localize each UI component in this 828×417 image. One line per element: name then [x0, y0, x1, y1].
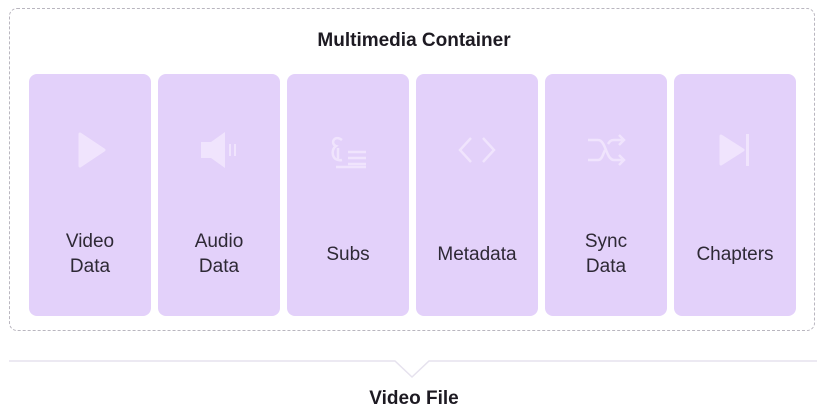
card-subs: Subs — [287, 74, 409, 316]
card-metadata: Metadata — [416, 74, 538, 316]
card-label: Video Data — [65, 231, 115, 277]
card-label: Chapters — [696, 243, 774, 265]
multimedia-container — [9, 8, 815, 331]
card-video-data: Video Data — [29, 74, 151, 316]
card-label: Metadata — [437, 243, 517, 265]
card-chapters: Chapters — [674, 74, 796, 316]
bracket-divider — [9, 360, 817, 379]
code-icon — [458, 137, 496, 163]
card-label: Sync Data — [584, 231, 628, 277]
card-sync-data: Sync Data — [545, 74, 667, 316]
card-label: Audio Data — [194, 231, 244, 277]
skip-forward-icon — [719, 134, 749, 166]
container-title: Multimedia Container — [317, 30, 511, 51]
subtitles-icon — [331, 136, 366, 169]
speaker-icon — [201, 132, 236, 168]
video-file-label: Video File — [369, 388, 459, 409]
play-icon — [78, 132, 106, 168]
card-audio-data: Audio Data — [158, 74, 280, 316]
shuffle-icon — [588, 134, 626, 166]
card-label: Subs — [326, 243, 370, 265]
